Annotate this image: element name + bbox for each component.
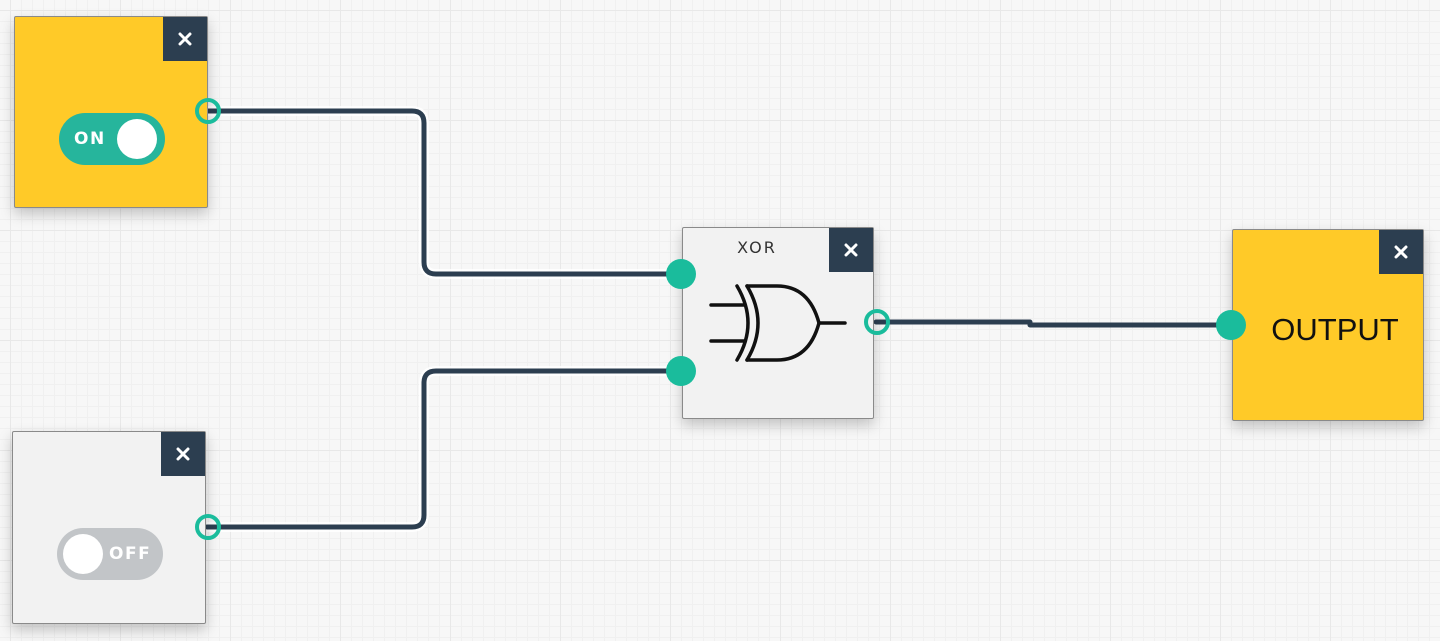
toggle-label: ON bbox=[74, 129, 106, 149]
input-node-b[interactable]: OFF bbox=[12, 431, 206, 624]
gate-title: XOR bbox=[737, 238, 777, 257]
output-port-xor[interactable] bbox=[864, 309, 890, 335]
output-port-input-b[interactable] bbox=[195, 514, 221, 540]
close-icon bbox=[844, 243, 858, 257]
close-icon bbox=[178, 32, 192, 46]
close-icon bbox=[1394, 245, 1408, 259]
xor-gate-node[interactable]: XOR bbox=[682, 227, 874, 419]
close-button[interactable] bbox=[163, 17, 207, 61]
toggle-switch-on[interactable]: ON bbox=[59, 113, 165, 165]
close-button[interactable] bbox=[1379, 230, 1423, 274]
toggle-switch-off[interactable]: OFF bbox=[57, 528, 163, 580]
toggle-knob bbox=[117, 119, 157, 159]
output-node[interactable]: OUTPUT bbox=[1232, 229, 1424, 421]
close-button[interactable] bbox=[829, 228, 873, 272]
output-label: OUTPUT bbox=[1271, 312, 1399, 347]
wire-input-b-to-xor[interactable] bbox=[204, 368, 684, 530]
input-port-xor-a[interactable] bbox=[666, 259, 696, 289]
toggle-label: OFF bbox=[109, 544, 152, 564]
wire-xor-to-output[interactable] bbox=[873, 319, 1234, 328]
wire-input-a-to-xor[interactable] bbox=[204, 108, 684, 277]
xor-gate-icon bbox=[709, 284, 847, 362]
toggle-knob bbox=[63, 534, 103, 574]
output-port-input-a[interactable] bbox=[195, 98, 221, 124]
input-port-xor-b[interactable] bbox=[666, 356, 696, 386]
close-icon bbox=[176, 447, 190, 461]
close-button[interactable] bbox=[161, 432, 205, 476]
input-node-a[interactable]: ON bbox=[14, 16, 208, 208]
input-port-output[interactable] bbox=[1216, 310, 1246, 340]
